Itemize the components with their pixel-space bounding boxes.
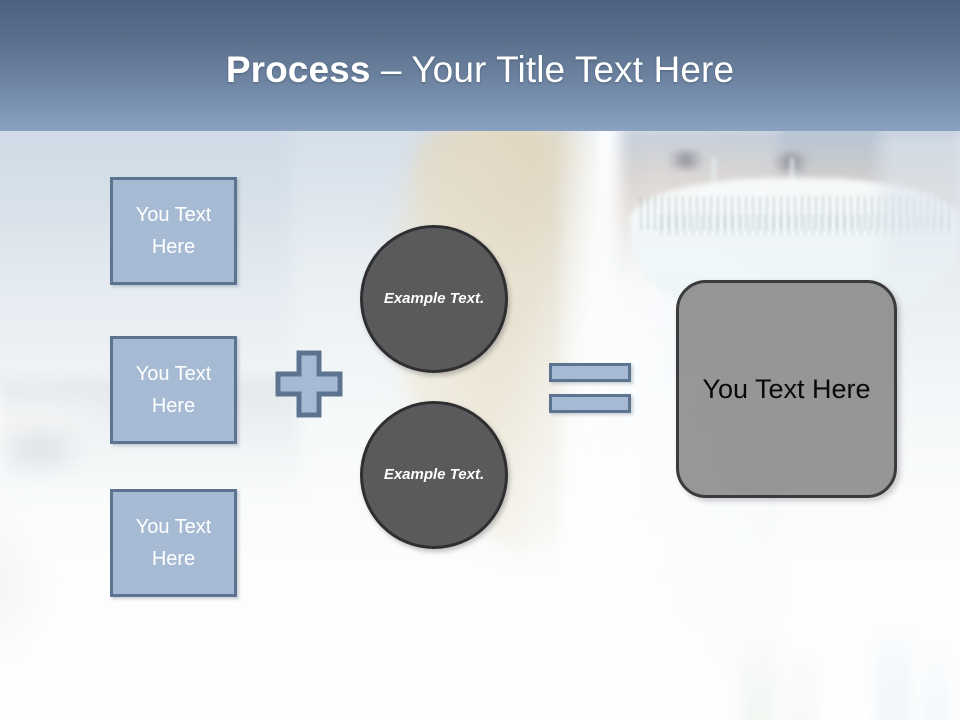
example-circle-1-label: Example Text.	[383, 290, 485, 307]
input-box-1[interactable]: You Text Here	[110, 177, 237, 285]
input-box-2-label: You Text Here	[135, 363, 212, 417]
input-box-1-label: You Text Here	[135, 204, 212, 258]
background-eye-right	[765, 152, 817, 172]
example-circle-2-label: Example Text.	[383, 466, 485, 483]
equals-bar-top	[549, 363, 631, 382]
equals-bar-bottom	[549, 394, 631, 413]
background-eye-left	[660, 150, 712, 170]
background-test-tube	[786, 652, 816, 720]
slide-header-band	[0, 0, 960, 131]
page-title-bold: Process	[225, 49, 371, 90]
background-mask-texture	[640, 196, 950, 230]
background-coat-fold	[600, 128, 642, 278]
page-title: Process – Your Title Text Here	[0, 48, 960, 92]
background-test-tube	[920, 648, 950, 720]
page-title-rest: – Your Title Text Here	[370, 49, 735, 90]
background-test-tube	[742, 640, 776, 720]
background-test-tube	[876, 630, 912, 720]
background-mask-texture-lower	[660, 214, 950, 236]
equals-icon	[549, 363, 631, 413]
plus-icon	[275, 350, 343, 418]
result-box-label: You Text Here	[702, 374, 871, 404]
input-box-3-label: You Text Here	[135, 516, 212, 570]
example-circle-2[interactable]: Example Text.	[360, 401, 508, 549]
slide-header-gradient	[0, 0, 960, 131]
input-box-2[interactable]: You Text Here	[110, 336, 237, 444]
input-box-3[interactable]: You Text Here	[110, 489, 237, 597]
result-box[interactable]: You Text Here	[676, 280, 897, 498]
example-circle-1[interactable]: Example Text.	[360, 225, 508, 373]
